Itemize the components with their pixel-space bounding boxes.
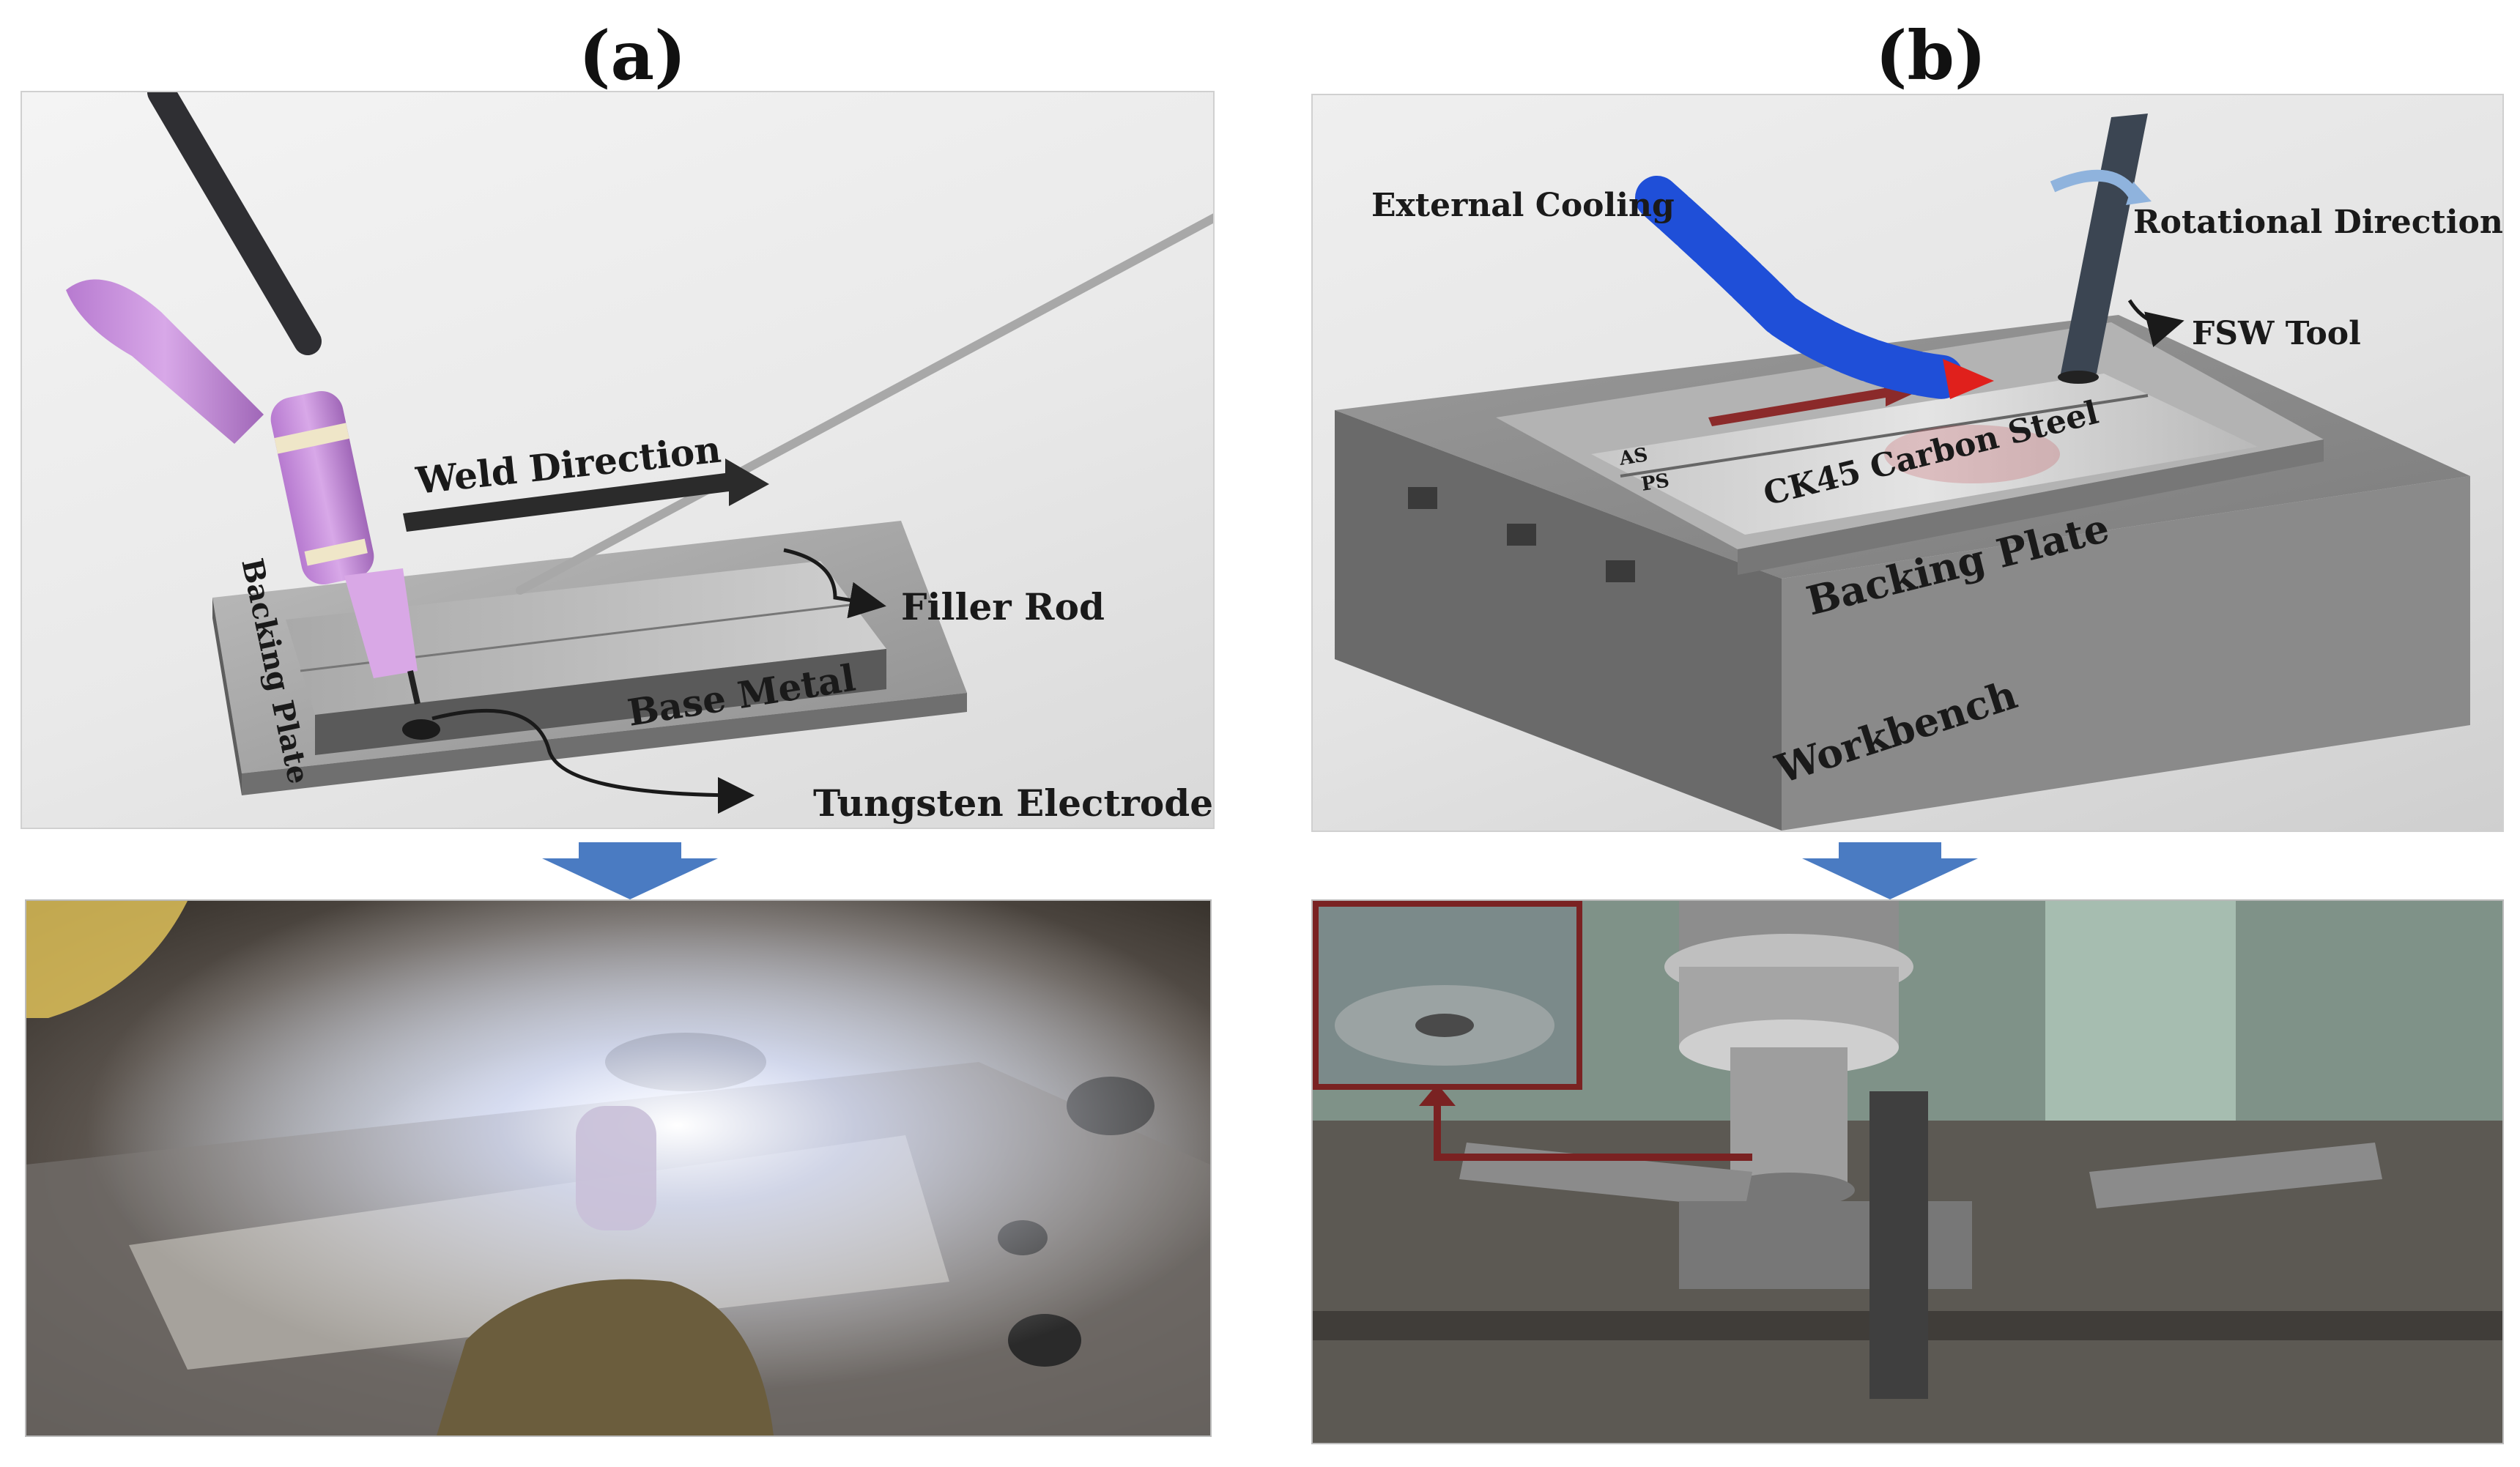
fsw-photo-svg [1313, 901, 2502, 1443]
tool-inset-pin [1415, 1014, 1474, 1037]
weld-direction-arrow [403, 458, 769, 532]
tungsten-electrode-leader [431, 708, 755, 814]
label-fsw-tool: FSW Tool [2192, 315, 2361, 352]
fsw-schematic-svg: External Cooling Rotational Direction FS… [1335, 114, 2502, 831]
fsw-tool-leader [2127, 299, 2184, 347]
fsw-tool-shape [2050, 114, 2152, 384]
panel-label-b: (b) [1875, 16, 1987, 95]
clamp-right [2089, 1143, 2382, 1208]
label-filler-rod: Filler Rod [901, 585, 1105, 628]
transition-arrow-b [1802, 842, 1978, 899]
label-ps: PS [1639, 469, 1671, 496]
tig-photo-svg [26, 901, 1210, 1436]
spindle-shape [1664, 901, 1913, 1208]
tbar-clamp [1869, 1091, 1928, 1399]
ck45-plates-shape [1591, 374, 2258, 535]
label-tungsten-electrode: Tungsten Electrode [813, 781, 1213, 825]
label-rotational-direction: Rotational Direction [2133, 204, 2502, 241]
fsw-schematic: External Cooling Rotational Direction FS… [1311, 94, 2504, 832]
transition-arrow-a [542, 842, 718, 899]
filler-rod-shape [516, 213, 1213, 595]
inset-leader-arrowhead [1419, 1084, 1456, 1106]
inset-leader-arrow [1434, 1102, 1752, 1161]
label-as: AS [1617, 444, 1649, 470]
tig-schematic-svg: Weld Direction Filler Rod Base Metal Bac… [66, 92, 1213, 825]
weld-direction-arrow-b [1708, 379, 1917, 426]
panel-label-a: (a) [579, 16, 686, 95]
tig-welding-photo [25, 899, 1212, 1437]
external-cooling-hose [1635, 176, 1994, 399]
tig-torch-shape [66, 92, 440, 740]
fsw-setup-photo [1311, 899, 2504, 1444]
label-external-cooling: External Cooling [1371, 187, 1675, 224]
tig-welding-schematic: Weld Direction Filler Rod Base Metal Bac… [21, 91, 1215, 829]
filler-rod-leader [783, 548, 886, 619]
